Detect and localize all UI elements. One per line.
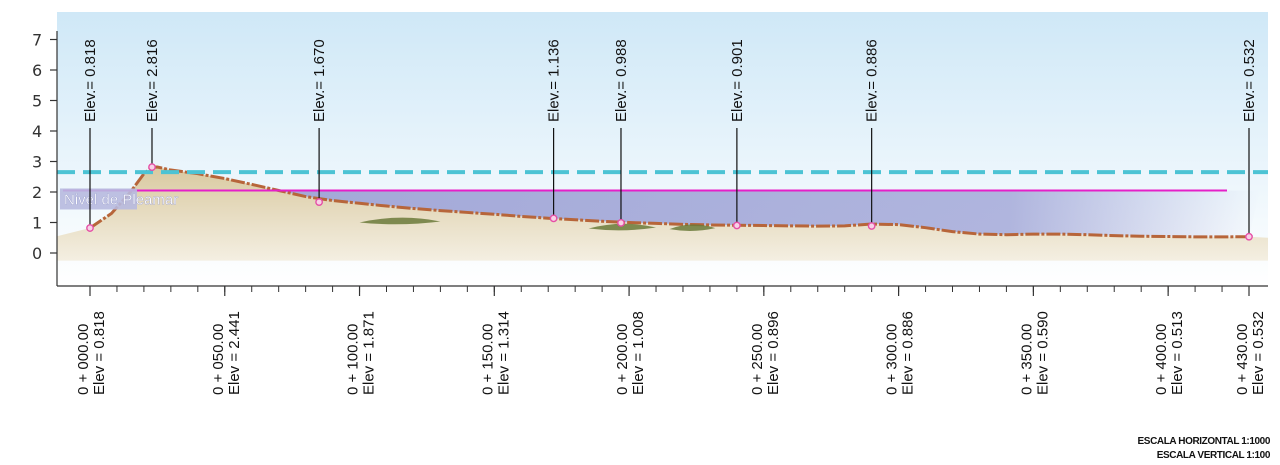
elevation-label-5: Elev.= 0.901 bbox=[729, 39, 746, 122]
high-tide-label-bg bbox=[60, 188, 137, 210]
y-tick-label-4: 4 bbox=[32, 122, 42, 141]
vegetation-patch-0 bbox=[359, 217, 441, 225]
elevation-marker-7 bbox=[1245, 232, 1253, 241]
station-label-6: 0 + 300.00 bbox=[884, 324, 901, 395]
elevation-label-1: Elev.= 2.816 bbox=[144, 39, 161, 122]
ground-surface-line bbox=[89, 165, 1250, 239]
station-elev-label-6: Elev = 0.886 bbox=[900, 311, 917, 395]
water-body bbox=[259, 190, 1260, 237]
elevation-marker-5 bbox=[732, 221, 741, 230]
y-tick-label-5: 5 bbox=[32, 92, 42, 111]
y-tick-label-6: 6 bbox=[32, 61, 42, 80]
horizontal-scale-note: ESCALA HORIZONTAL 1:1000 bbox=[1137, 436, 1271, 447]
vegetation bbox=[359, 217, 716, 231]
reference-lines: Nivel de Pleamar bbox=[57, 170, 1268, 210]
y-tick-label-0: 0 bbox=[32, 244, 42, 263]
station-label-8: 0 + 400.00 bbox=[1153, 324, 1170, 395]
elevation-marker-6 bbox=[867, 222, 876, 230]
elevation-marker-3 bbox=[549, 214, 558, 223]
elevation-label-2: Elev.= 1.670 bbox=[311, 39, 328, 122]
elevation-marker-0 bbox=[86, 224, 94, 232]
station-label-0: 0 + 000.00 bbox=[75, 324, 92, 395]
elevation-marker-1 bbox=[148, 163, 156, 172]
station-elev-label-1: Elev = 2.441 bbox=[226, 311, 243, 395]
station-elev-label-3: Elev = 1.314 bbox=[495, 311, 512, 395]
water-area bbox=[259, 190, 1260, 237]
high-tide-label: Nivel de Pleamar bbox=[64, 191, 178, 208]
station-elev-label-5: Elev = 0.896 bbox=[765, 311, 782, 395]
elevation-markers: Elev.= 0.818 Elev.= 2.816 Elev.= 1.670 Elev… bbox=[82, 39, 1258, 241]
y-tick-label-2: 2 bbox=[32, 183, 42, 202]
vertical-scale-note: ESCALA VERTICAL 1:100 bbox=[1156, 450, 1271, 461]
elevation-label-7: Elev.= 0.532 bbox=[1241, 39, 1258, 122]
vegetation-patch-1 bbox=[588, 223, 657, 231]
elevation-marker-4 bbox=[617, 218, 625, 227]
station-label-3: 0 + 150.00 bbox=[479, 324, 496, 395]
station-elev-label-2: Elev = 1.871 bbox=[361, 311, 378, 395]
ground-fill bbox=[57, 166, 1268, 261]
station-elev-label-9: Elev = 0.532 bbox=[1250, 311, 1267, 395]
station-label-2: 0 + 100.00 bbox=[345, 324, 362, 395]
station-label-5: 0 + 250.00 bbox=[749, 324, 766, 395]
y-tick-label-3: 3 bbox=[32, 153, 42, 172]
station-label-7: 0 + 350.00 bbox=[1018, 324, 1035, 395]
station-elev-label-4: Elev = 1.008 bbox=[630, 311, 647, 395]
elevation-label-6: Elev.= 0.886 bbox=[864, 39, 881, 122]
station-label-1: 0 + 050.00 bbox=[210, 324, 227, 395]
ground-profile bbox=[57, 165, 1268, 261]
station-label-4: 0 + 200.00 bbox=[614, 324, 631, 395]
station-elev-label-0: Elev = 0.818 bbox=[91, 311, 108, 395]
elevation-marker-2 bbox=[315, 198, 324, 206]
station-elev-label-7: Elev = 0.590 bbox=[1034, 311, 1051, 395]
y-tick-label-1: 1 bbox=[32, 214, 42, 233]
elevation-label-4: Elev.= 0.988 bbox=[613, 39, 630, 122]
station-elev-label-8: Elev = 0.513 bbox=[1169, 311, 1186, 395]
elevation-label-3: Elev.= 1.136 bbox=[546, 39, 563, 122]
y-tick-label-7: 7 bbox=[32, 31, 42, 50]
elevation-label-0: Elev.= 0.818 bbox=[82, 39, 99, 122]
station-label-9: 0 + 430.00 bbox=[1234, 324, 1251, 395]
vegetation-patch-2 bbox=[669, 224, 716, 231]
